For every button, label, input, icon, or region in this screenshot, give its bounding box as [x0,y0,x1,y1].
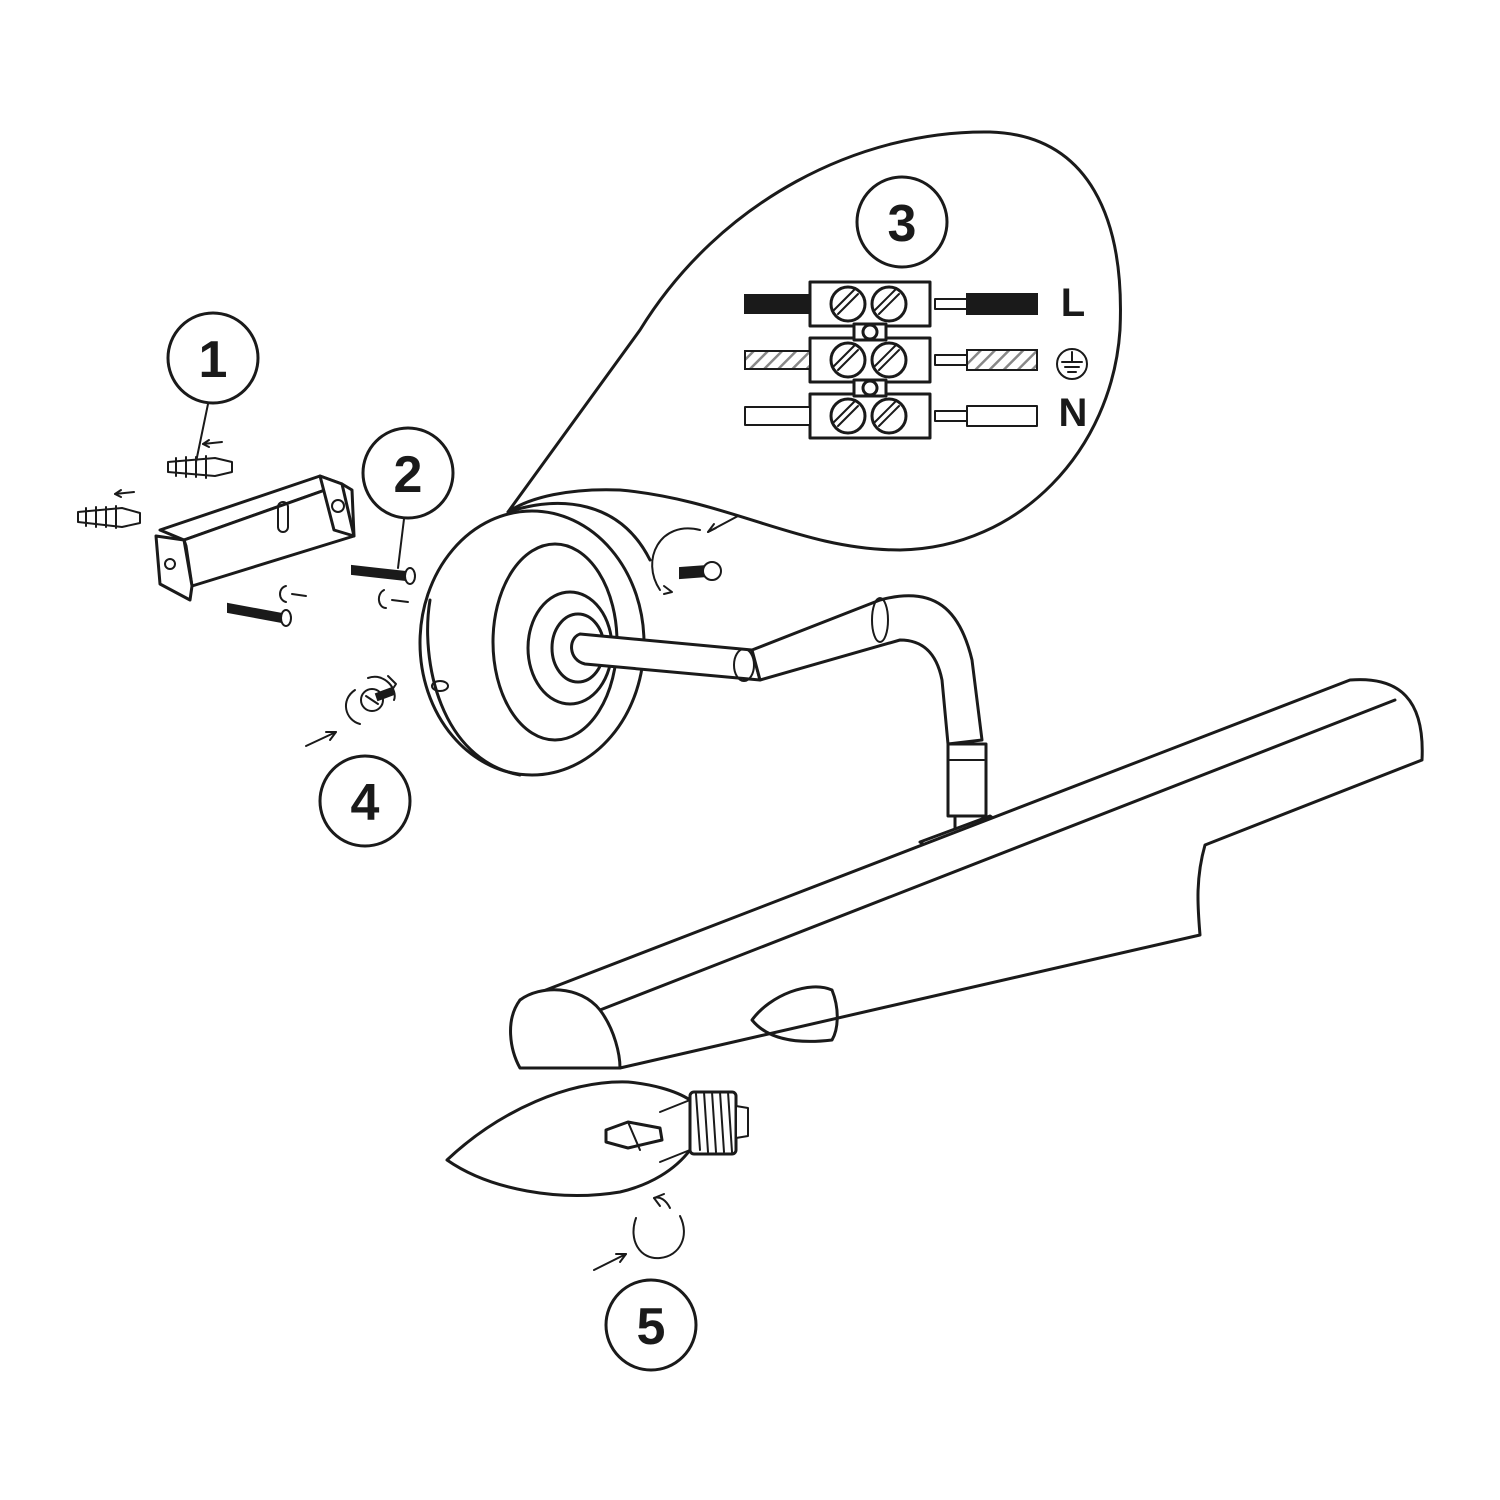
earth-wire-in [744,350,811,370]
zoom-callout-bubble [506,130,1122,552]
live-wire-in [744,294,811,314]
bracket-screw-lower [227,585,307,627]
step-5-rotation-arrow-icon [593,1193,685,1271]
live-wire-strip [934,298,968,310]
earth-wire-out [966,349,1038,371]
step-4-number: 4 [351,774,380,832]
step-1-number: 1 [199,331,228,389]
live-wire-out [966,293,1038,315]
step-4-screw [305,675,397,747]
wall-plug-lower [77,489,141,529]
wall-plug-upper [167,439,233,479]
neutral-label: N [1059,391,1088,435]
canopy-cover-screw [651,515,739,595]
step-2-number: 2 [394,446,423,504]
mounting-bracket [154,474,356,602]
terminal-block: L N [744,280,1088,440]
step-2-circle [361,426,455,520]
step-3-circle [855,175,949,269]
step-5-number: 5 [637,1298,666,1356]
earth-ground-icon [1056,348,1088,380]
step-5-circle [604,1278,698,1372]
neutral-wire-out [966,405,1038,427]
step-1-leader [195,403,209,463]
candle-bulb [445,1080,749,1197]
step-3-marker: 3 [855,175,949,269]
earth-wire-strip [934,354,968,366]
terminal-block-neutral [808,392,932,440]
step-1-circle [166,311,260,405]
step-3-number: 3 [888,195,917,253]
terminal-block-earth [808,336,932,384]
step-2-leader [397,518,405,569]
step-2-marker: 2 [361,426,455,569]
bracket-slot [277,501,289,533]
terminal-screw-icon [829,285,908,435]
step-4-circle [318,754,412,848]
terminal-block-live [808,280,932,328]
lamp-shade [509,678,1424,1070]
live-label: L [1061,281,1085,325]
neutral-wire-in [744,406,811,426]
arm-joint [946,742,988,818]
step-1-marker: 1 [166,311,260,463]
bracket-screw-upper [351,564,416,609]
neutral-wire-strip [934,410,968,422]
step-4-marker: 4 [318,754,412,848]
step-5-marker: 5 [604,1278,698,1372]
